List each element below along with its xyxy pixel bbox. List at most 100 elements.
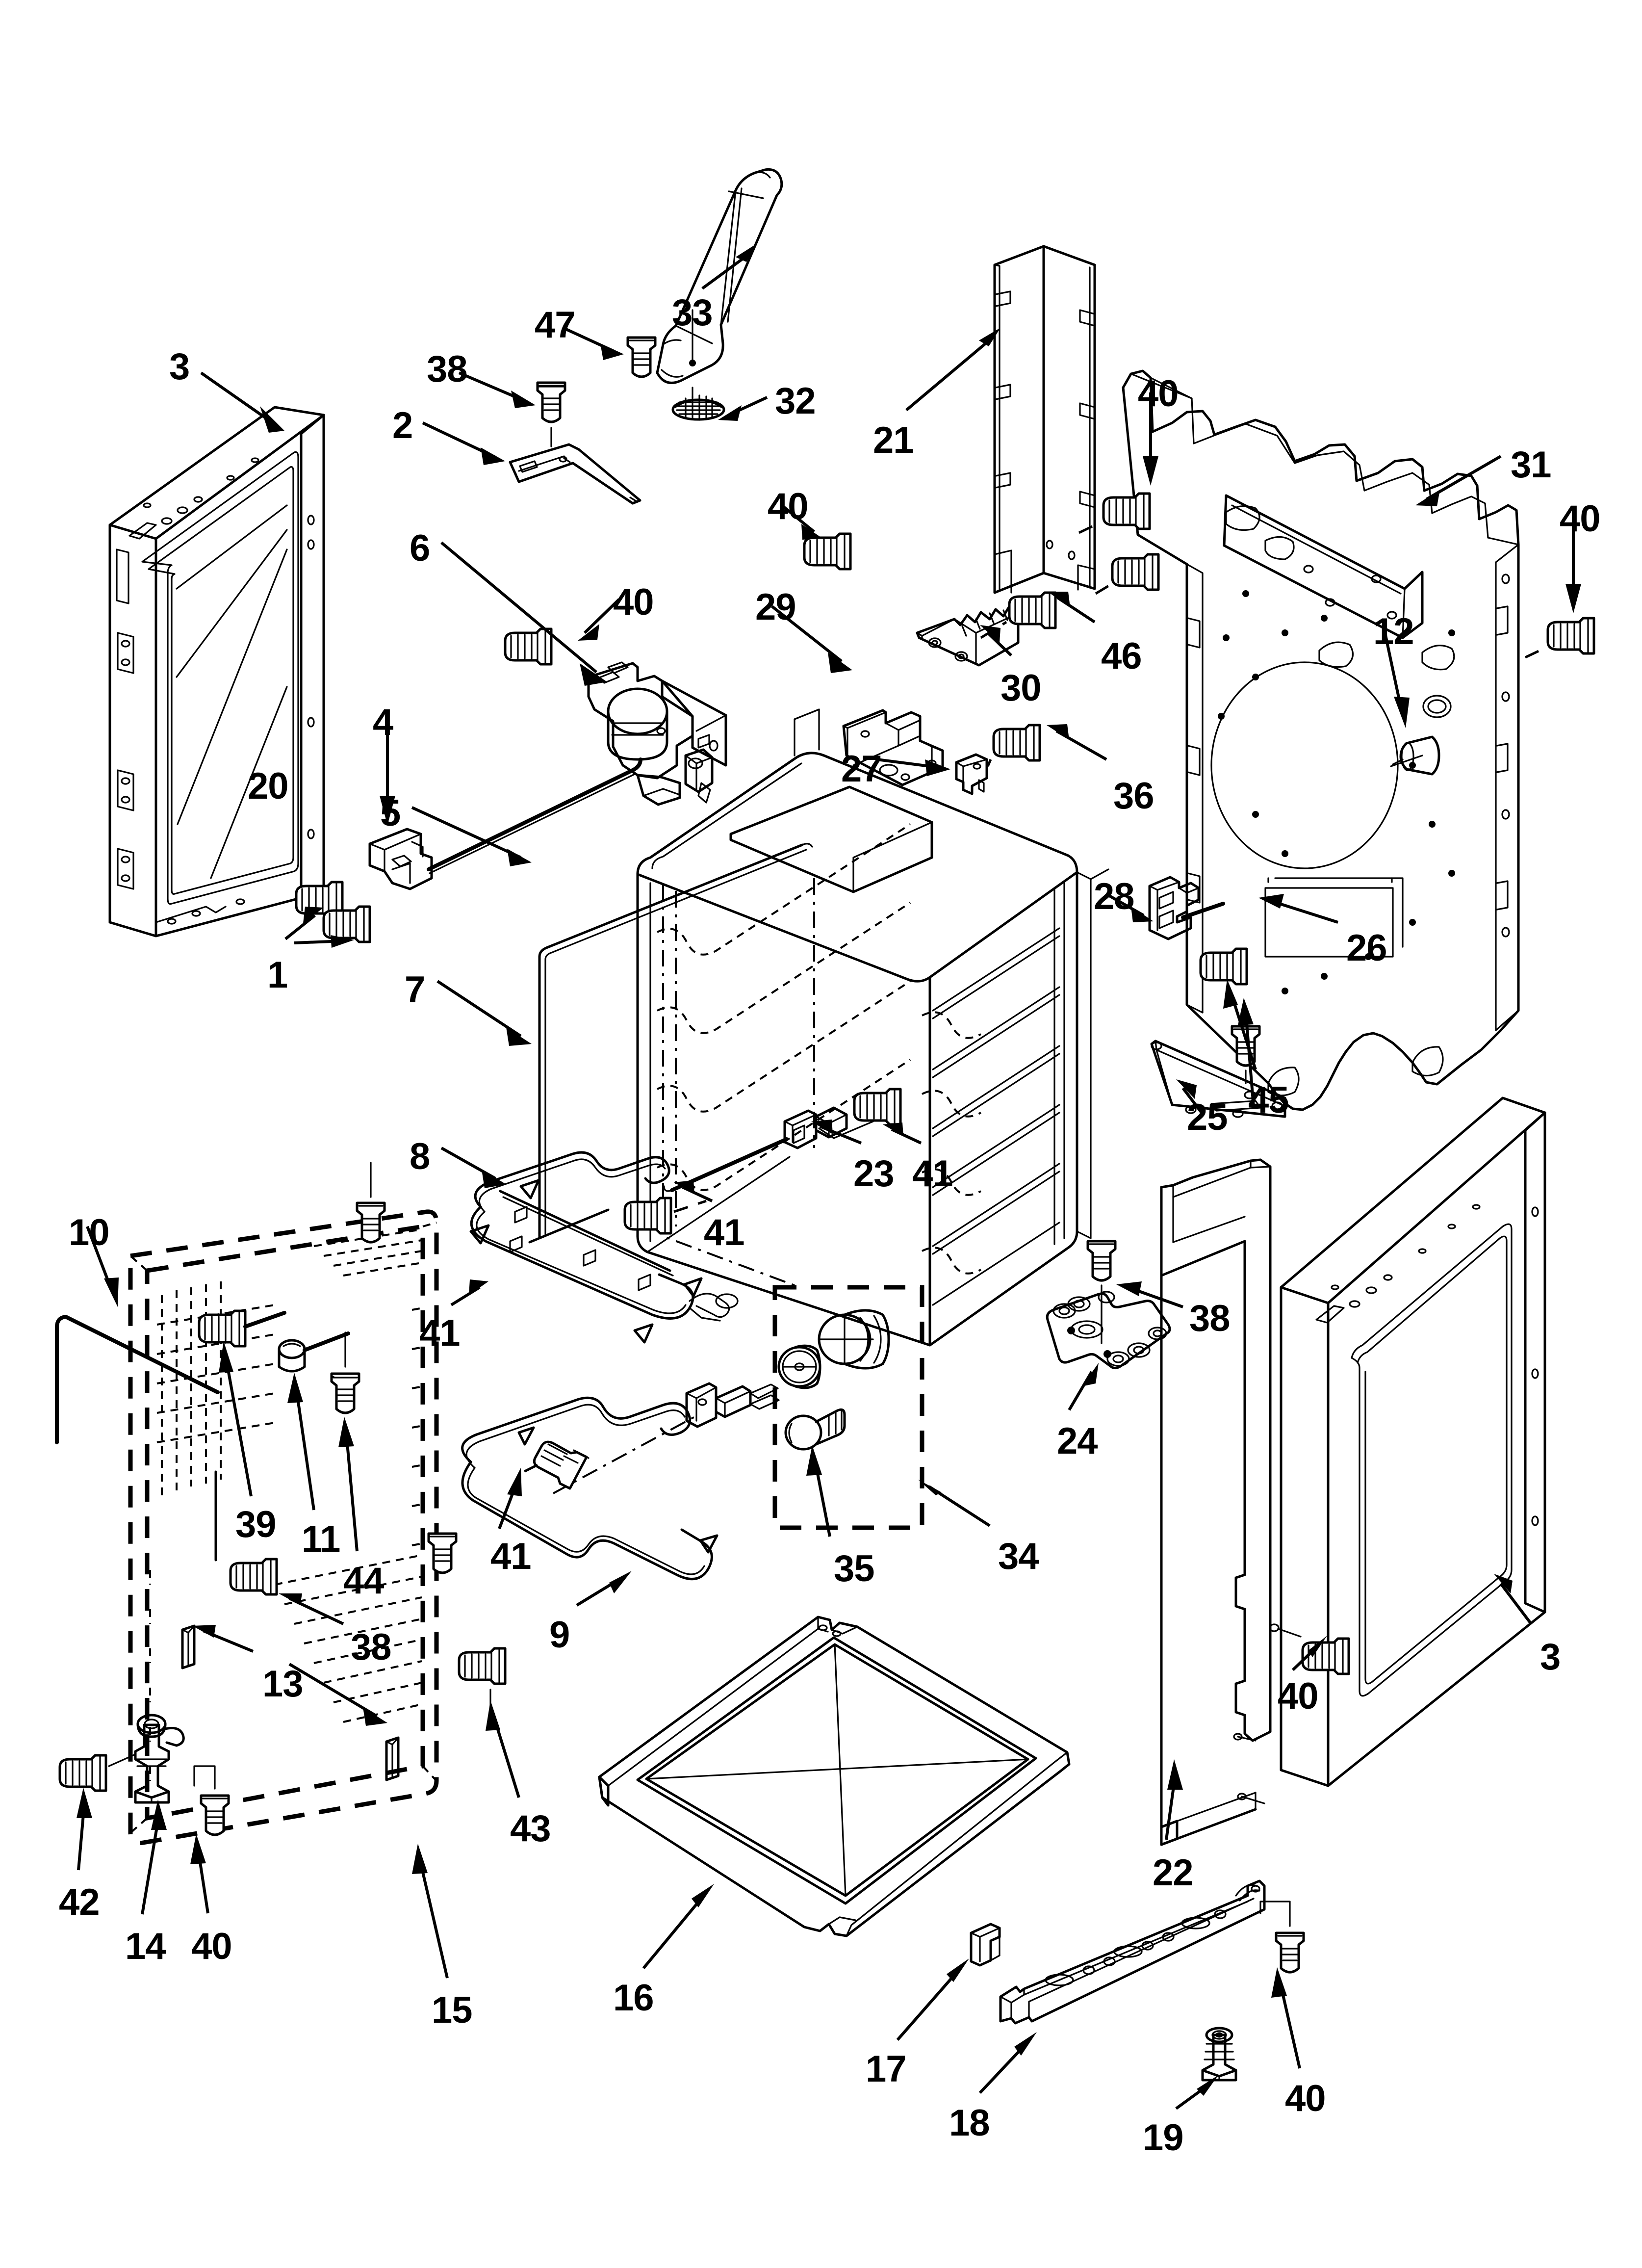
- oven-cavity-box: [636, 708, 1109, 1347]
- screw-38-c: [229, 1558, 278, 1596]
- screw-39: [198, 1309, 247, 1348]
- screw-43: [458, 1647, 507, 1685]
- callout-7: 7: [405, 969, 425, 1011]
- callout-3-left: 3: [169, 346, 190, 388]
- callout-40-a: 40: [1138, 373, 1179, 415]
- callout-40-d: 40: [768, 486, 809, 527]
- callout-40-f: 40: [1285, 2078, 1326, 2119]
- callout-10: 10: [69, 1212, 110, 1253]
- screw-40-c: [1102, 492, 1151, 530]
- part-12-terminal-pin: [1390, 695, 1452, 776]
- callout-44: 44: [343, 1560, 385, 1602]
- part-17-clip: [970, 1923, 1001, 1967]
- screw-42: [58, 1754, 107, 1792]
- callout-27: 27: [841, 748, 882, 790]
- part-27-clip: [955, 753, 988, 795]
- callout-40-e: 40: [191, 1926, 232, 1967]
- callout-26: 26: [1346, 927, 1387, 969]
- callout-6: 6: [410, 527, 430, 569]
- callout-46: 46: [1101, 635, 1142, 677]
- part-light-socket: [777, 1344, 821, 1389]
- callout-40-b: 40: [1560, 498, 1601, 540]
- callout-36: 36: [1113, 775, 1155, 817]
- callout-24: 24: [1057, 1420, 1098, 1462]
- screw-44: [330, 1372, 360, 1414]
- callout-12: 12: [1373, 611, 1414, 652]
- callout-40-g: 40: [1278, 1675, 1319, 1717]
- callout-41-c: 41: [419, 1312, 461, 1354]
- part-21-heat-shield-panel: [993, 245, 1096, 594]
- callout-47: 47: [535, 304, 576, 346]
- callout-32: 32: [775, 380, 816, 422]
- callout-23: 23: [853, 1153, 895, 1195]
- callout-39: 39: [235, 1504, 277, 1545]
- part-2-trim-strip: [509, 443, 641, 505]
- callout-2: 2: [392, 405, 413, 446]
- part-6-door-latch-motor: [587, 661, 727, 806]
- part-24-leveling-leg-plate: [1046, 1291, 1171, 1370]
- part-18-slide-rail: [999, 1879, 1266, 2025]
- callout-31: 31: [1511, 444, 1552, 486]
- screw-41-d: [427, 1532, 458, 1574]
- callout-41-b: 41: [704, 1212, 745, 1253]
- leader-lines: [77, 243, 1581, 2110]
- callout-42: 42: [59, 1881, 100, 1923]
- callout-29: 29: [755, 586, 796, 628]
- part-14-leveling-leg-bolt: [134, 1714, 185, 1804]
- screw-40-b: [504, 627, 553, 666]
- part-11-spacer-bushing: [278, 1331, 350, 1373]
- part-25-corner-gusset: [1150, 1040, 1286, 1118]
- part-light-lens: [818, 1309, 890, 1370]
- part-33-door-handle-bracket: [656, 168, 783, 384]
- part-28-ground-clip: [1148, 876, 1225, 940]
- callout-20: 20: [248, 765, 289, 807]
- part-15-insulation-blanket: [128, 1209, 439, 1846]
- callout-35: 35: [834, 1548, 875, 1590]
- screw-1-b: [322, 905, 371, 943]
- part-5-door-lock-rod: [427, 757, 642, 874]
- callout-5: 5: [380, 792, 401, 834]
- part-16-bottom-panel: [598, 1616, 1071, 1937]
- part-32-handle-grommet: [671, 387, 725, 421]
- screw-41-e: [533, 1440, 590, 1490]
- screw-36: [992, 724, 1041, 762]
- callout-17: 17: [866, 2048, 907, 2090]
- part-3-oven-door-frame-left: [108, 406, 325, 938]
- part-3-oven-door-frame-right: [1280, 1096, 1546, 1787]
- screw-45-b: [1231, 1025, 1261, 1067]
- part-8-broil-element: [469, 1151, 739, 1344]
- screw-40-h: [1259, 1901, 1305, 1974]
- callout-34: 34: [998, 1536, 1039, 1577]
- screw-41-a: [853, 1088, 902, 1126]
- screw-40-e: [1111, 553, 1160, 591]
- part-9-bake-element: [461, 1382, 780, 1580]
- callout-21: 21: [873, 419, 914, 461]
- callout-43: 43: [510, 1808, 551, 1850]
- callout-9: 9: [549, 1614, 570, 1656]
- screw-46: [1008, 591, 1057, 629]
- part-34-oven-light-assembly: [772, 1285, 924, 1530]
- screw-47: [626, 336, 657, 378]
- screw-40-d: [1546, 617, 1595, 655]
- callout-25: 25: [1187, 1096, 1228, 1138]
- callout-19: 19: [1143, 2117, 1184, 2159]
- callout-18: 18: [949, 2102, 990, 2144]
- callout-13: 13: [262, 1663, 304, 1705]
- callout-38-a: 38: [427, 348, 468, 390]
- callout-4: 4: [373, 702, 393, 743]
- part-35-light-bulb: [784, 1408, 846, 1451]
- callout-38-b: 38: [1189, 1298, 1231, 1339]
- part-31-rear-bracket: [1223, 494, 1424, 639]
- callout-41-d: 41: [490, 1536, 532, 1577]
- callout-15: 15: [432, 1989, 473, 2031]
- callout-16: 16: [613, 1977, 654, 2019]
- part-30-terminal-block: [916, 605, 1020, 667]
- screw-38-a: [536, 381, 566, 423]
- callout-30: 30: [1001, 667, 1042, 709]
- callout-14: 14: [125, 1926, 166, 1967]
- callout-33: 33: [672, 292, 713, 334]
- part-19-leveling-stud: [1201, 2027, 1237, 2082]
- callout-1: 1: [267, 954, 288, 996]
- screw-38-b: [1086, 1240, 1117, 1282]
